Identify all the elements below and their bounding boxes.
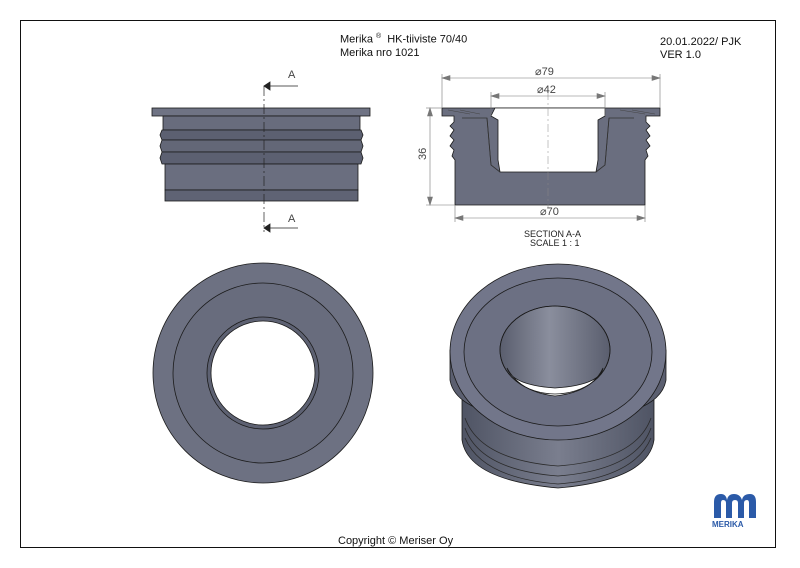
drawing-frame [20,20,776,548]
dim-outer-dia-label: ⌀79 [535,66,554,78]
side-flange [151,107,371,117]
copyright-notice: Copyright © Meriser Oy [338,535,454,547]
logo-mark-icon [714,494,756,518]
product-name: HK-tiiviste 70/40 [387,33,468,46]
revision-date: 20.01.2022/ PJK [660,36,742,48]
side-rib-3 [159,151,364,165]
section-mark-bottom: A [288,213,296,225]
section-arrow-bottom [263,223,298,233]
section-mark-top: A [288,69,296,81]
dim-base-dia-label: ⌀70 [540,206,559,218]
merika-logo: MERIKA [712,494,756,529]
side-lower-body [164,163,359,191]
top-view [152,262,374,484]
dim-inner-dia-label: ⌀42 [537,84,556,96]
dim-base-dia [453,205,647,222]
dim-height [426,106,455,207]
registered-mark: ® [376,33,382,40]
side-upper-band [162,115,361,131]
brand-name: Merika [340,33,374,46]
revision-version: VER 1.0 [660,49,701,61]
iso-view [449,263,667,489]
revision-block: 20.01.2022/ PJK VER 1.0 [660,36,741,62]
section-view [441,92,661,208]
logo-text: MERIKA [712,520,744,529]
top-bore-hole [210,320,316,426]
side-base [164,189,359,202]
side-rib-1 [159,129,364,141]
section-arrow-top [263,81,298,91]
dim-height-label: 36 [417,148,429,160]
side-rib-2 [159,139,364,153]
section-scale: SCALE 1 : 1 [530,238,580,248]
dim-inner-dia [489,92,607,116]
title-block: Merika® HK-tiiviste 70/40 Merika nro 1021 [340,30,467,60]
dim-outer-dia [440,74,662,108]
side-view [151,86,371,232]
part-number: Merika nro 1021 [340,46,420,59]
section-title: SECTION A-A [524,229,581,239]
